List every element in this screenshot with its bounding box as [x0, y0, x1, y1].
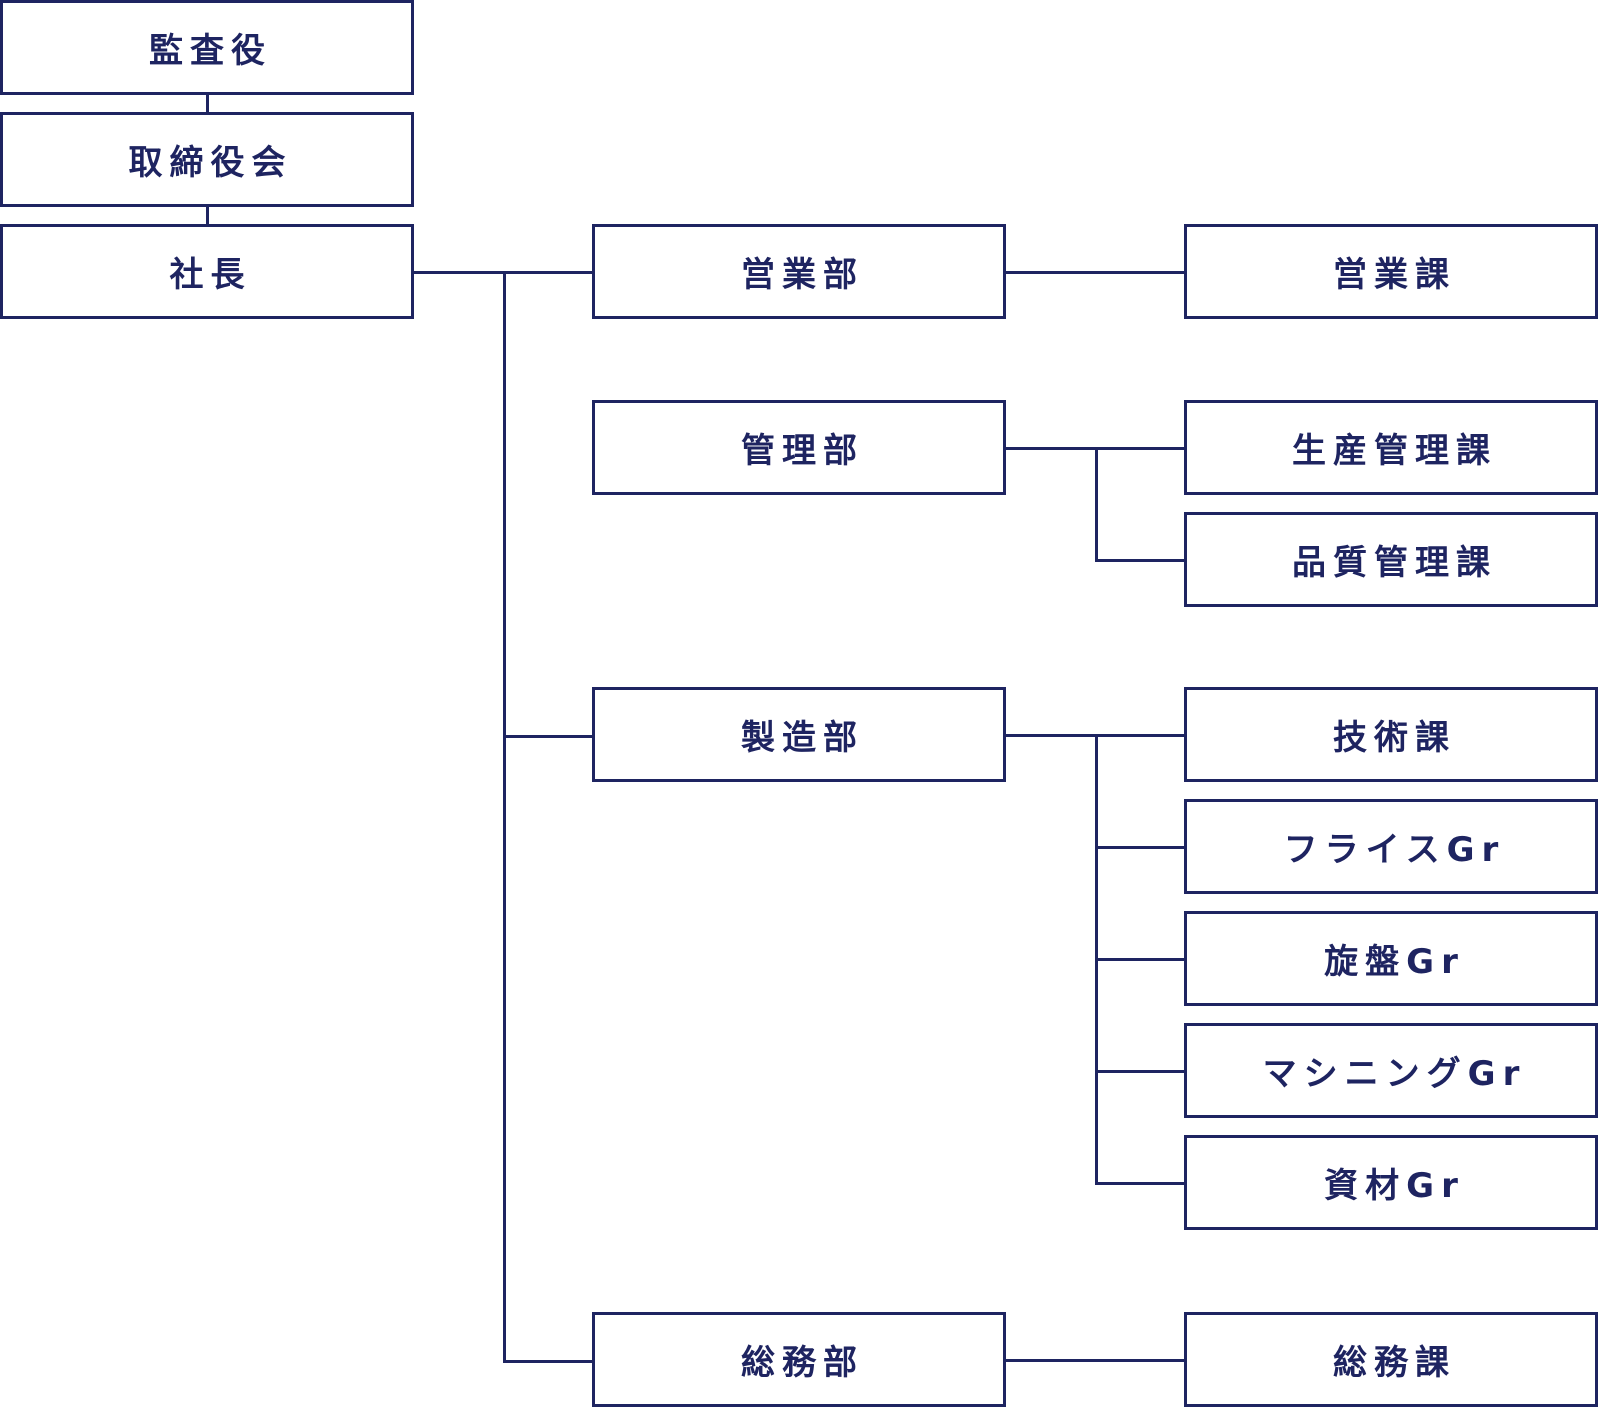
sales-department-box: 営業部 [592, 224, 1006, 319]
quality-control-section-box: 品質管理課 [1184, 512, 1598, 607]
management-department-box: 管理部 [592, 400, 1006, 495]
board-of-directors-box: 取締役会 [0, 112, 414, 207]
connector-manufacturing-lathe [1095, 958, 1184, 961]
connector-general-affairs-section [1006, 1359, 1184, 1362]
connector-board-president [206, 206, 209, 226]
machining-group-box: マシニングGr [1184, 1023, 1598, 1118]
milling-group-box: フライスGr [1184, 799, 1598, 894]
manufacturing-department-box: 製造部 [592, 687, 1006, 782]
engineering-section-box: 技術課 [1184, 687, 1598, 782]
connector-president-trunk-vertical [503, 271, 506, 1363]
connector-sales-section [1006, 271, 1184, 274]
general-affairs-section-box: 総務課 [1184, 1312, 1598, 1407]
connector-manufacturing-machining [1095, 1070, 1184, 1073]
materials-group-box: 資材Gr [1184, 1135, 1598, 1230]
connector-manufacturing-milling [1095, 846, 1184, 849]
lathe-group-box: 旋盤Gr [1184, 911, 1598, 1006]
president-box: 社長 [0, 224, 414, 319]
production-control-section-box: 生産管理課 [1184, 400, 1598, 495]
general-affairs-department-box: 総務部 [592, 1312, 1006, 1407]
sales-section-box: 営業課 [1184, 224, 1598, 319]
connector-trunk-manufacturing [503, 735, 592, 738]
connector-management-branch-vertical [1095, 447, 1098, 562]
connector-management-quality [1095, 559, 1184, 562]
auditor-box: 監査役 [0, 0, 414, 95]
connector-trunk-general-affairs [503, 1360, 592, 1363]
connector-manufacturing-materials [1095, 1182, 1184, 1185]
connector-auditor-board [206, 94, 209, 114]
